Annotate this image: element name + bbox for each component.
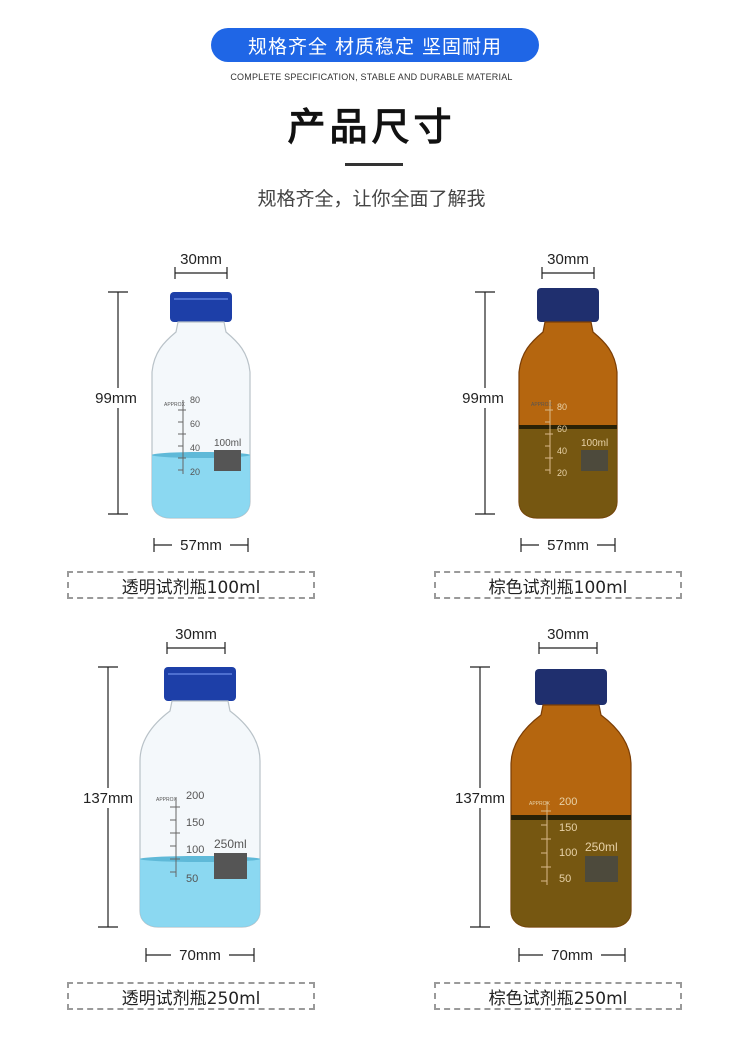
volume-label: 100ml: [581, 438, 608, 449]
cap-width-label: 30mm: [547, 251, 589, 268]
grad-mark: 40: [190, 443, 200, 453]
volume-label: 250ml: [585, 840, 618, 854]
blue-cap: [170, 292, 232, 322]
grad-mark: 50: [186, 873, 198, 885]
feature-banner: 规格齐全 材质稳定 坚固耐用: [211, 28, 539, 62]
grad-mark: 80: [190, 395, 200, 405]
product-caption: 透明试剂瓶250ml: [67, 982, 315, 1010]
label-patch: [581, 450, 608, 471]
width-label: 70mm: [551, 947, 593, 964]
blue-cap: [164, 667, 236, 701]
grad-mark: 40: [557, 446, 567, 456]
product-caption: 棕色试剂瓶250ml: [434, 982, 682, 1010]
width-label: 57mm: [547, 537, 589, 554]
product-caption: 棕色试剂瓶100ml: [434, 571, 682, 599]
product-figure-amber-100ml: 30mm 99mm APPROX 80 60 40 20 100ml 57mm: [457, 251, 618, 554]
grad-mark: 150: [559, 822, 577, 834]
grad-mark: 60: [557, 424, 567, 434]
page-tagline: 规格齐全，让你全面了解我: [257, 188, 486, 210]
grad-mark: 60: [190, 419, 200, 429]
height-label: 137mm: [455, 790, 505, 807]
cap-width-label: 30mm: [175, 626, 217, 643]
blue-cap: [535, 669, 607, 705]
approx-label: APPROX: [164, 402, 186, 408]
grad-mark: 100: [559, 847, 577, 859]
grad-mark: 80: [557, 402, 567, 412]
banner-subline: COMPLETE SPECIFICATION, STABLE AND DURAB…: [230, 72, 513, 82]
grad-mark: 150: [186, 817, 204, 829]
height-label: 137mm: [83, 790, 133, 807]
approx-label: APPROX: [529, 801, 551, 807]
product-figure-clear-250ml: 30mm 137mm APPROX 200 150 100 50 250ml 7…: [78, 626, 261, 964]
title-divider: [345, 163, 403, 166]
grad-mark: 200: [559, 796, 577, 808]
label-patch: [214, 450, 241, 471]
height-label: 99mm: [462, 390, 504, 407]
liquid: [511, 819, 631, 927]
volume-label: 250ml: [214, 837, 247, 851]
product-figure-amber-250ml: 30mm 137mm APPROX 200 150 100 50 250ml 7…: [450, 626, 632, 964]
grad-mark: 200: [186, 790, 204, 802]
grad-mark: 20: [557, 468, 567, 478]
label-patch: [214, 853, 247, 879]
height-label: 99mm: [95, 390, 137, 407]
width-label: 57mm: [180, 537, 222, 554]
blue-cap: [537, 288, 599, 322]
grad-mark: 100: [186, 844, 204, 856]
grad-mark: 50: [559, 873, 571, 885]
volume-label: 100ml: [214, 438, 241, 449]
product-figure-clear-100ml: 30mm 99mm APPROX 80 60 40 20 100ml 57mm: [90, 251, 251, 554]
approx-label: APPROX: [531, 402, 553, 408]
page-title: 产品尺寸: [287, 105, 456, 149]
width-label: 70mm: [179, 947, 221, 964]
cap-width-label: 30mm: [180, 251, 222, 268]
label-patch: [585, 856, 618, 882]
grad-mark: 20: [190, 467, 200, 477]
product-caption: 透明试剂瓶100ml: [67, 571, 315, 599]
approx-label: APPROX: [156, 797, 178, 803]
cap-width-label: 30mm: [547, 626, 589, 643]
